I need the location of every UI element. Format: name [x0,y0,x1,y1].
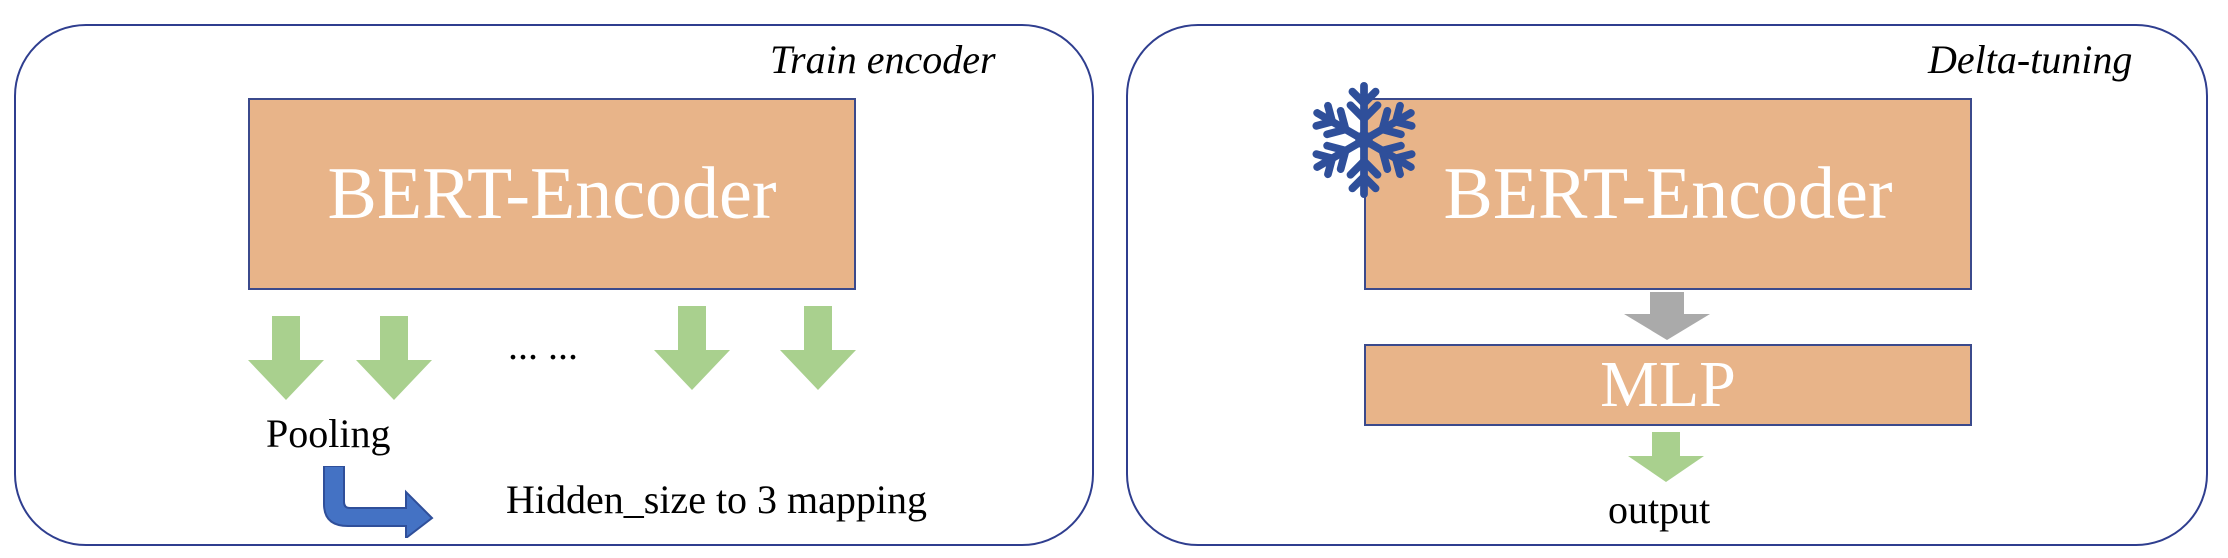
down-arrow-icon [248,316,324,400]
pooling-label: Pooling [266,411,391,456]
down-arrow-icon [356,316,432,400]
down-arrow-icon [654,306,730,390]
snowflake-icon [1306,78,1422,202]
bert-encoder-label: BERT-Encoder [327,152,777,235]
panel-title-train-encoder: Train encoder [770,37,996,82]
bert-encoder-label: BERT-Encoder [1443,152,1893,235]
down-arrow-icon [780,306,856,390]
mlp-label: MLP [1600,348,1736,421]
mlp-box: MLP [1364,344,1972,426]
bert-encoder-box: BERT-Encoder [248,98,856,290]
frozen-bert-encoder-box: BERT-Encoder [1364,98,1972,290]
down-arrow-icon [1624,292,1710,340]
panel-title-delta-tuning: Delta-tuning [1928,37,2133,82]
down-arrow-icon [1628,432,1704,482]
ellipsis: ... ... [508,323,578,368]
bent-arrow-icon [322,466,434,538]
mapping-label: Hidden_size to 3 mapping [506,477,928,522]
output-label: output [1608,487,1711,532]
